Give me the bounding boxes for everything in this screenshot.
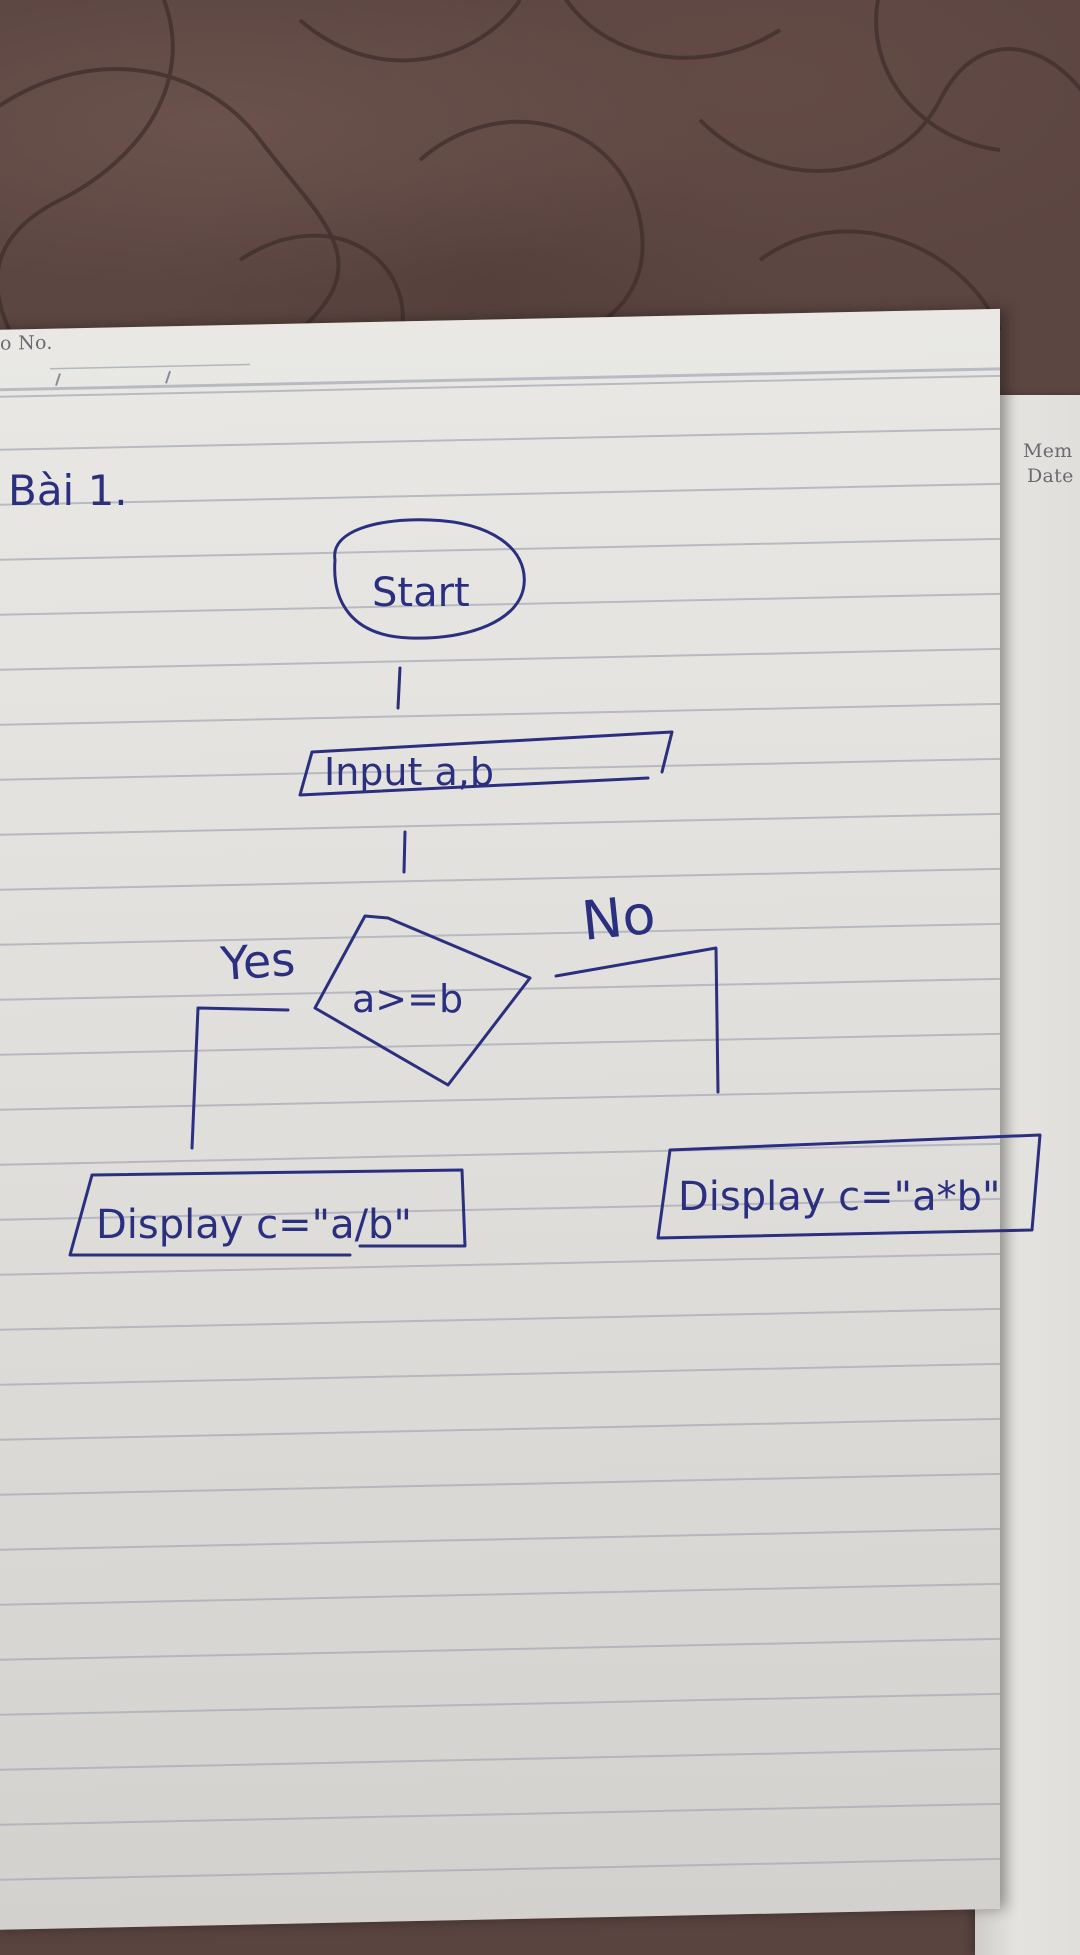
start-oval xyxy=(333,518,526,640)
memo-label: Mem xyxy=(1023,440,1073,462)
no-output-box xyxy=(656,1133,1042,1240)
page-title: Bài 1. xyxy=(8,466,128,515)
decision-diamond xyxy=(313,914,532,1087)
input-box xyxy=(298,730,674,797)
decision-text: a>=b xyxy=(352,977,463,1021)
connector-start-input xyxy=(396,666,402,710)
notebook-page: o No. xyxy=(0,308,1000,1930)
date-label: Date xyxy=(1027,465,1074,487)
no-label: No xyxy=(579,883,659,953)
fabric-background xyxy=(0,0,1080,420)
input-text: Input a,b xyxy=(324,750,494,794)
yes-output-box xyxy=(68,1168,467,1257)
ruled-lines xyxy=(0,363,1000,1881)
no-output-text: Display c="a*b" xyxy=(678,1174,1000,1220)
yes-branch-line xyxy=(190,1006,290,1150)
start-text: Start xyxy=(372,570,470,616)
yes-label: Yes xyxy=(218,932,297,991)
yes-output-text: Display c="a/b" xyxy=(96,1202,412,1248)
connector-input-decision xyxy=(402,830,407,874)
no-branch-line xyxy=(554,946,720,1094)
